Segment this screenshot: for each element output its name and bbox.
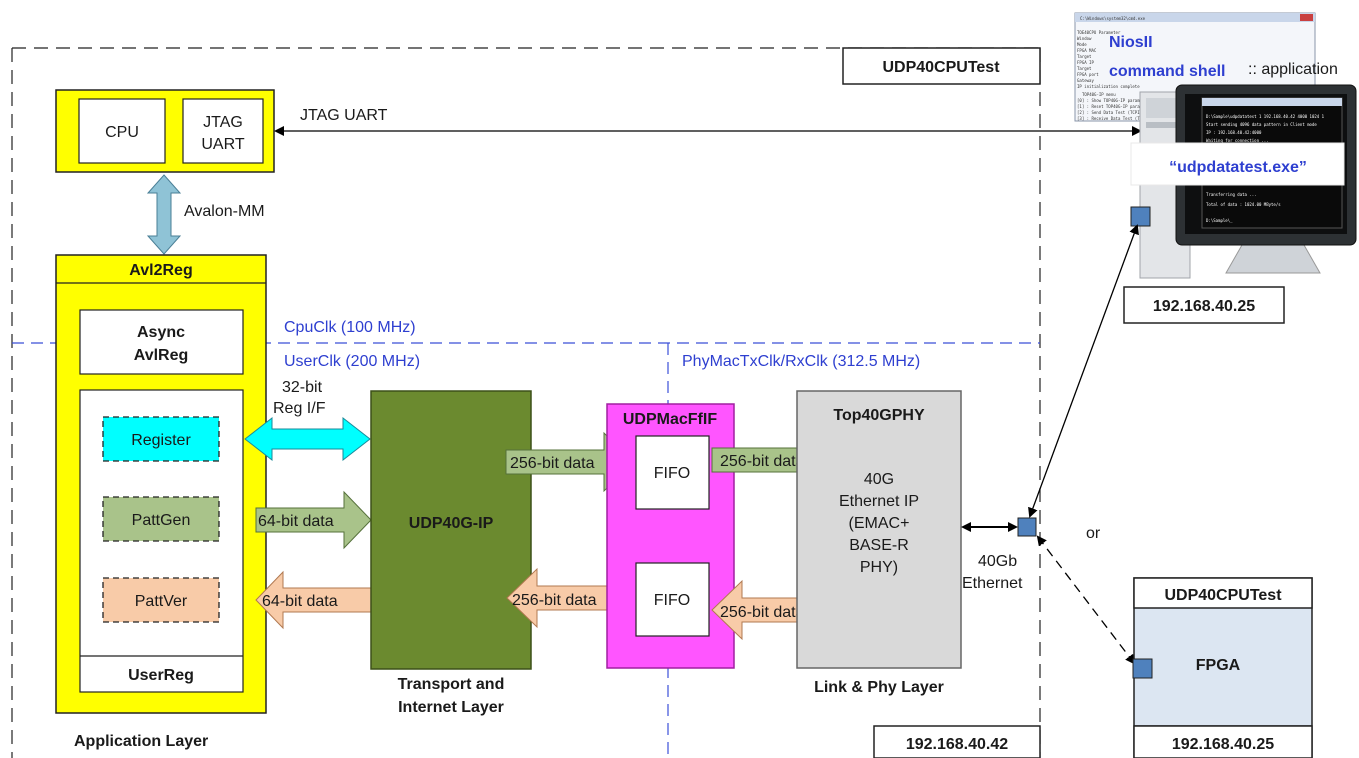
fifo-tx-box xyxy=(635,435,710,510)
eth-ip-label-2: Ethernet IP xyxy=(839,493,919,510)
svg-text:IP : 192.168.40.42:4000: IP : 192.168.40.42:4000 xyxy=(1206,130,1262,135)
eth-link-to-fpga xyxy=(1036,535,1136,665)
link-phy-layer-label: Link & Phy Layer xyxy=(814,679,944,696)
svg-text:D:\Sample\_: D:\Sample\_ xyxy=(1206,218,1233,223)
rx-256bit-label-a: 256-bit data xyxy=(512,592,597,609)
register-label: Register xyxy=(131,432,191,449)
transport-layer-label-2: Internet Layer xyxy=(398,699,504,716)
svg-text:FPGA IP: FPGA IP xyxy=(1077,60,1094,65)
top40gphy-block xyxy=(796,390,962,669)
top40gphy-label: Top40GPHY xyxy=(833,407,925,424)
reg-if-label-1: 32-bit xyxy=(282,379,323,396)
svg-text:Gateway: Gateway xyxy=(1077,78,1094,83)
pattgen-label: PattGen xyxy=(132,512,191,529)
async-label-1: Async xyxy=(137,324,185,341)
remote-fpga-title-box xyxy=(1133,577,1313,609)
rx-256bit-label-b: 256-bit data xyxy=(720,604,805,621)
rx-64bit-arrow xyxy=(255,570,372,630)
remote-fpga-title: UDP40CPUTest xyxy=(1164,587,1282,604)
cpu-box xyxy=(78,98,166,164)
svg-text:[0] : Show TOP40G-IP parameter: [0] : Show TOP40G-IP parameter xyxy=(1077,98,1150,103)
main-title-box xyxy=(842,47,1041,85)
svg-text:Transferring data ...: Transferring data ... xyxy=(1206,192,1257,197)
pc-monitor: D:\Sample\udpdatatest 1 192.168.40.42 40… xyxy=(1130,84,1357,274)
svg-text:FPGA MAC: FPGA MAC xyxy=(1077,48,1097,53)
avalon-mm-label: Avalon-MM xyxy=(184,203,265,220)
eth-link-to-pc xyxy=(1028,224,1139,518)
eth-ip-label-3: (EMAC+ xyxy=(849,515,910,532)
or-label: or xyxy=(1086,525,1101,542)
svg-text:[1] : Reset TOP40G-IP paramete: [1] : Reset TOP40G-IP parameter xyxy=(1077,104,1152,109)
svg-text:D:\Sample\udpdatatest 1 192.16: D:\Sample\udpdatatest 1 192.168.40.42 40… xyxy=(1206,114,1325,119)
rx-64bit-label: 64-bit data xyxy=(262,593,338,610)
exe-name: “udpdatatest.exe” xyxy=(1169,159,1307,176)
avalon-mm-arrow xyxy=(146,174,182,255)
remote-fpga-label: FPGA xyxy=(1196,657,1241,674)
pc-eth-port xyxy=(1130,206,1151,227)
local-ip-label: 192.168.40.42 xyxy=(906,736,1008,753)
svg-text:Target: Target xyxy=(1077,54,1092,59)
remote-fpga-ip: 192.168.40.25 xyxy=(1172,736,1274,753)
svg-text:TOE40CPU Parameter: TOE40CPU Parameter xyxy=(1077,30,1121,35)
local-ip-box xyxy=(873,725,1041,758)
eth-40gb-label-2: Ethernet xyxy=(962,575,1023,592)
eth-40gb-label-1: 40Gb xyxy=(978,553,1017,570)
tx-256bit-label-b: 256-bit data xyxy=(720,453,805,470)
pc-ip-box xyxy=(1123,286,1285,324)
udp40g-ip-block xyxy=(370,390,532,670)
svg-text:Mode: Mode xyxy=(1077,42,1087,47)
async-avlreg-box xyxy=(79,309,244,375)
cpu-label: CPU xyxy=(105,124,139,141)
jtag-uart-box xyxy=(182,98,264,164)
cpu-clock-label: CpuClk (100 MHz) xyxy=(284,319,416,336)
fifo-rx-box xyxy=(635,562,710,637)
jtag-uart-link-label: JTAG UART xyxy=(300,107,388,124)
svg-text:Total of data : 1024.00 MByte/: Total of data : 1024.00 MByte/s xyxy=(1206,202,1281,207)
svg-text:FPGA port: FPGA port xyxy=(1077,72,1099,77)
tx-64bit-arrow xyxy=(255,490,372,550)
svg-text:Target: Target xyxy=(1077,66,1092,71)
svg-text:[2] : Send Data Test (TCPIP ->: [2] : Send Data Test (TCPIP -> Ta xyxy=(1077,110,1157,115)
svg-text:[3] : Receive Data Test (Targe: [3] : Receive Data Test (Target xyxy=(1077,116,1152,121)
svg-text:Window: Window xyxy=(1077,36,1092,41)
avl2reg-title: Avl2Reg xyxy=(129,262,192,279)
fifo-tx-label: FIFO xyxy=(654,465,690,482)
fpga-eth-port xyxy=(1017,517,1037,537)
svg-text:IP initialization complete: IP initialization complete xyxy=(1077,84,1140,89)
register-box xyxy=(102,416,220,462)
shell-title-2: command shell xyxy=(1109,63,1225,80)
tx-256bit-label-a: 256-bit data xyxy=(510,455,595,472)
udp40g-ip-label: UDP40G-IP xyxy=(409,515,494,532)
application-layer-label: Application Layer xyxy=(74,733,208,750)
reg-if-arrow xyxy=(244,416,371,462)
eth-ip-label-5: PHY) xyxy=(860,559,898,576)
phy-clock-label: PhyMacTxClk/RxClk (312.5 MHz) xyxy=(682,353,920,370)
eth-ip-label-4: BASE-R xyxy=(849,537,909,554)
shell-title-1: NiosII xyxy=(1109,34,1153,51)
udpmacfifo-label: UDPMacFfIF xyxy=(623,411,717,428)
pc-ip-label: 192.168.40.25 xyxy=(1153,298,1255,315)
pattver-box xyxy=(102,577,220,623)
eth-ip-label-1: 40G xyxy=(864,471,894,488)
tx-64bit-label: 64-bit data xyxy=(258,513,334,530)
remote-fpga-port xyxy=(1132,658,1153,679)
pattgen-box xyxy=(102,496,220,542)
svg-text:Start sending 4096 data patter: Start sending 4096 data pattern in Clien… xyxy=(1206,122,1317,127)
reg-if-label-2: Reg I/F xyxy=(273,400,326,417)
jtag-uart-label-2: UART xyxy=(201,136,244,153)
fifo-rx-label: FIFO xyxy=(654,592,690,609)
svg-text:Waiting for connection ...: Waiting for connection ... xyxy=(1206,138,1269,143)
transport-layer-label-1: Transport and xyxy=(398,676,505,693)
user-clock-label: UserClk (200 MHz) xyxy=(284,353,420,370)
jtag-uart-label-1: JTAG xyxy=(203,114,243,131)
main-title: UDP40CPUTest xyxy=(882,59,1000,76)
async-label-2: AvlReg xyxy=(134,347,189,364)
pattver-label: PattVer xyxy=(135,593,188,610)
shell-snippet: :: application xyxy=(1248,61,1338,78)
svg-text:C:\Windows\system32\cmd.exe: C:\Windows\system32\cmd.exe xyxy=(1080,16,1146,21)
svg-text:TOP40G-IP menu: TOP40G-IP menu xyxy=(1082,92,1116,97)
userreg-label: UserReg xyxy=(128,667,194,684)
